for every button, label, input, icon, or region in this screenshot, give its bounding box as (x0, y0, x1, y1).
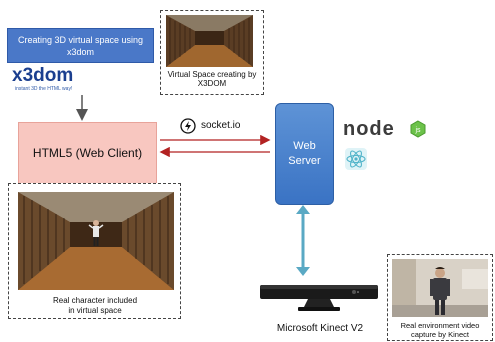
arrow-head-up (296, 205, 310, 214)
real-character-image (18, 192, 174, 290)
nodejs-logo-text: node (343, 118, 395, 140)
nodejs-badge-text: js (414, 127, 421, 134)
virtual-space-caption: Virtual Space creating by X3DOM (167, 70, 257, 88)
real-environment-caption-line1: Real environment video (400, 321, 480, 330)
real-character-caption: Real character included in virtual space (10, 296, 180, 316)
socketio-label: socket.io (201, 120, 241, 131)
web-server-label-line2: Server (288, 155, 321, 167)
x3dom-box-label: Creating 3D virtual space using x3dom (17, 34, 144, 57)
real-character-caption-line1: Real character included (52, 296, 138, 305)
arrow-head-down (296, 267, 310, 276)
kinect-device-image (260, 285, 378, 311)
real-character-caption-line2: in virtual space (68, 306, 122, 315)
web-server-box: Web Server (275, 103, 334, 205)
kinect-label: Microsoft Kinect V2 (276, 323, 364, 334)
real-environment-caption-line2: capture by Kinect (411, 330, 469, 339)
x3dom-logo: x3dom (12, 65, 73, 87)
real-environment-caption: Real environment video capture by Kinect (388, 321, 492, 339)
x3dom-description-box: Creating 3D virtual space using x3dom (7, 28, 154, 63)
real-environment-image (392, 259, 488, 317)
nodejs-logo: node (343, 118, 395, 141)
html5-web-client-box: HTML5 (Web Client) (18, 122, 157, 184)
socketio-icon (180, 118, 196, 134)
nodejs-hexagon-icon: js (410, 120, 426, 138)
electron-atom-icon (345, 148, 367, 170)
html5-label: HTML5 (Web Client) (32, 146, 143, 160)
web-server-label-line1: Web (293, 140, 316, 152)
x3dom-logo-text: x3dom (12, 65, 74, 86)
x3dom-tagline: instant 3D the HTML way! (15, 86, 73, 92)
virtual-space-image (166, 15, 253, 67)
